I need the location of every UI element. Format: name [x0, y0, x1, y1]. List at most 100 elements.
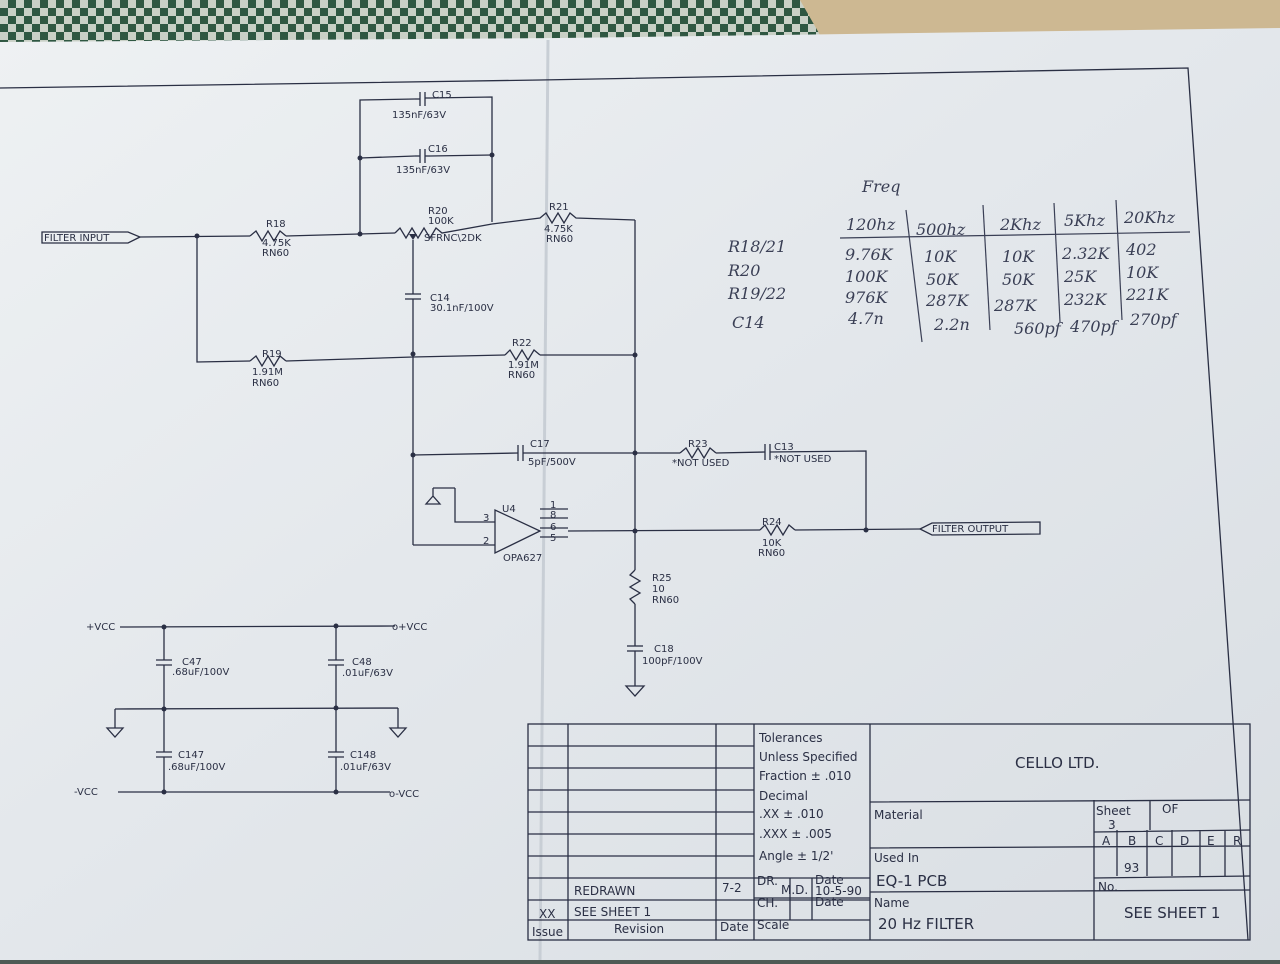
- handwritten-frequency-table: Freq 120hz 500hz 2Khz 5Khz 20Khz R18/21 …: [727, 177, 1191, 343]
- svg-text:R24: R24: [762, 517, 782, 528]
- svg-text:2.32K: 2.32K: [1061, 244, 1111, 263]
- svg-text:287K: 287K: [925, 291, 970, 310]
- svg-text:2.2n: 2.2n: [933, 315, 970, 334]
- svg-text:R19: R19: [262, 349, 282, 360]
- svg-text:6: 6: [550, 522, 556, 533]
- svg-text:R20: R20: [428, 206, 448, 217]
- svg-text:RN60: RN60: [652, 595, 679, 606]
- ground-icon: [624, 651, 646, 697]
- svg-text:FILTER OUTPUT: FILTER OUTPUT: [932, 524, 1009, 535]
- svg-text:M.D.: M.D.: [781, 883, 808, 897]
- svg-text:R19/22: R19/22: [727, 284, 786, 303]
- svg-text:EQ-1 PCB: EQ-1 PCB: [876, 872, 947, 890]
- svg-text:5: 5: [550, 533, 556, 544]
- svg-text:1: 1: [550, 500, 556, 511]
- opamp-u4: 3 2 U4 OPA627 1 8 6 5: [413, 487, 568, 564]
- svg-text:.01uF/63V: .01uF/63V: [342, 668, 393, 679]
- svg-text:.XXX ± .005: .XXX ± .005: [759, 827, 832, 841]
- svg-text:2Khz: 2Khz: [999, 215, 1041, 234]
- svg-text:100K: 100K: [428, 216, 454, 227]
- svg-text:*NOT USED: *NOT USED: [774, 454, 832, 465]
- svg-text:C147: C147: [178, 750, 204, 761]
- paper-sheet: [0, 28, 1280, 960]
- resistor-r24: R24 10K RN60: [758, 517, 796, 559]
- svg-text:120hz: 120hz: [846, 215, 896, 234]
- resistor-r19: R19 1.91M RN60: [249, 349, 287, 389]
- svg-text:4.75K: 4.75K: [544, 224, 573, 235]
- svg-text:100pF/100V: 100pF/100V: [642, 656, 703, 667]
- resistor-r22: R22 1.91M RN60: [504, 338, 541, 381]
- svg-text:RN60: RN60: [758, 548, 785, 559]
- svg-text:402: 402: [1125, 240, 1157, 259]
- svg-text:8: 8: [550, 510, 556, 521]
- svg-text:9.76K: 9.76K: [845, 245, 894, 264]
- svg-text:Name: Name: [874, 896, 909, 910]
- svg-text:C47: C47: [182, 657, 202, 668]
- resistor-r23: R23 *NOT USED: [672, 439, 730, 469]
- title-block: Tolerances Unless Specified Fraction ± .…: [527, 723, 1251, 941]
- svg-text:E: E: [1207, 834, 1215, 848]
- svg-text:No.: No.: [1098, 880, 1118, 894]
- svg-text:SEE SHEET 1: SEE SHEET 1: [1124, 904, 1220, 922]
- drawing-border: [0, 67, 1249, 941]
- svg-text:Used In: Used In: [874, 851, 919, 865]
- svg-text:50K: 50K: [1002, 270, 1035, 289]
- svg-text:50K: 50K: [926, 270, 959, 289]
- svg-text:221K: 221K: [1125, 285, 1170, 304]
- svg-text:R25: R25: [652, 573, 672, 584]
- svg-text:R20: R20: [727, 261, 760, 280]
- resistor-r21: R21 4.75K RN60: [491, 202, 636, 245]
- power-decoupling: +VCC o+VCC -VCC o-VCC C47 .68uF/100V C48…: [74, 622, 427, 800]
- svg-text:5pF/500V: 5pF/500V: [528, 457, 576, 468]
- capacitor-c16: C16 135nF/63V: [396, 144, 450, 176]
- svg-text:Tolerances: Tolerances: [758, 731, 822, 745]
- svg-text:SEE SHEET 1: SEE SHEET 1: [574, 905, 651, 919]
- svg-text:B: B: [1128, 834, 1136, 848]
- svg-text:REDRAWN: REDRAWN: [574, 884, 635, 898]
- svg-text:5Khz: 5Khz: [1064, 211, 1105, 230]
- svg-text:CELLO LTD.: CELLO LTD.: [1015, 754, 1099, 772]
- svg-text:10K: 10K: [762, 538, 782, 549]
- svg-text:10K: 10K: [1126, 263, 1159, 282]
- svg-text:Revision: Revision: [614, 922, 664, 936]
- svg-text:.XX ± .010: .XX ± .010: [759, 807, 824, 821]
- svg-text:25K: 25K: [1063, 267, 1097, 286]
- svg-text:287K: 287K: [993, 296, 1038, 315]
- svg-text:Fraction ± .010: Fraction ± .010: [759, 769, 851, 783]
- svg-text:Freq: Freq: [861, 177, 900, 196]
- svg-text:Angle ± 1/2': Angle ± 1/2': [759, 849, 833, 863]
- svg-text:470pf: 470pf: [1069, 317, 1120, 336]
- resistor-r18: R18 4.75K RN60: [249, 219, 291, 259]
- svg-text:+VCC: +VCC: [86, 622, 115, 633]
- svg-text:C18: C18: [654, 644, 674, 655]
- svg-text:1.91M: 1.91M: [508, 360, 539, 371]
- svg-text:.01uF/63V: .01uF/63V: [340, 762, 391, 773]
- svg-text:10-5-90: 10-5-90: [815, 884, 862, 898]
- svg-text:Scale: Scale: [757, 918, 789, 932]
- svg-text:3: 3: [483, 513, 489, 524]
- svg-text:4.7n: 4.7n: [847, 309, 884, 328]
- svg-text:RN60: RN60: [252, 378, 279, 389]
- svg-text:7-2: 7-2: [722, 881, 742, 895]
- svg-text:C15: C15: [432, 90, 452, 101]
- svg-text:Decimal: Decimal: [759, 789, 808, 803]
- svg-text:C16: C16: [428, 144, 448, 155]
- svg-text:-VCC: -VCC: [74, 787, 98, 798]
- svg-text:232K: 232K: [1063, 290, 1108, 309]
- svg-text:135nF/63V: 135nF/63V: [392, 110, 446, 121]
- svg-text:Date: Date: [815, 873, 844, 887]
- svg-text:o+VCC: o+VCC: [392, 622, 427, 633]
- svg-text:C13: C13: [774, 442, 794, 453]
- svg-text:RN60: RN60: [508, 370, 535, 381]
- svg-text:R22: R22: [512, 338, 532, 349]
- svg-text:10K: 10K: [924, 247, 957, 266]
- svg-text:2: 2: [483, 536, 489, 547]
- svg-text:SFRNC\2DK: SFRNC\2DK: [424, 233, 482, 244]
- svg-text:D: D: [1180, 834, 1189, 848]
- svg-text:R18: R18: [266, 219, 286, 230]
- svg-text:C48: C48: [352, 657, 372, 668]
- svg-text:4.75K: 4.75K: [262, 238, 291, 249]
- svg-text:.68uF/100V: .68uF/100V: [172, 667, 229, 678]
- svg-text:OPA627: OPA627: [503, 553, 542, 564]
